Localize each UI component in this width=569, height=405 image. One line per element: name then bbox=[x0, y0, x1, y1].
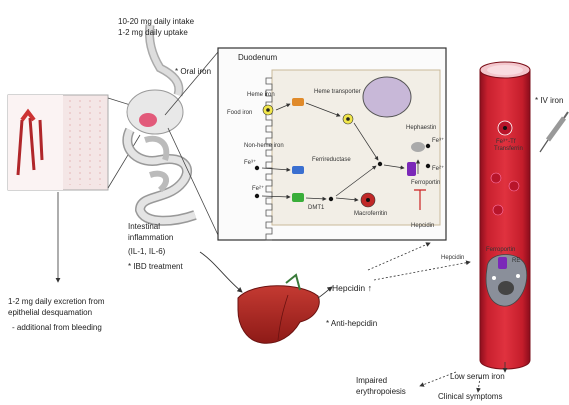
nucleus bbox=[363, 77, 411, 117]
hepcidin-inhibitor-label: Hepcidin bbox=[411, 223, 434, 230]
iv-iron-label: * IV iron bbox=[535, 96, 563, 106]
impaired-label: Impaired bbox=[356, 376, 387, 386]
hepcidin-vessel-label: Hepcidin bbox=[441, 255, 464, 262]
duodenum-title: Duodenum bbox=[238, 53, 277, 63]
inflammation-line-3: (IL-1, IL-6) bbox=[128, 247, 165, 257]
hepcidin-label: Hepcidin ↑ bbox=[332, 283, 372, 293]
macrophage-label: RE bbox=[512, 258, 520, 265]
liver-hepcidin-arrow bbox=[318, 287, 332, 298]
anti-hepcidin-label: * Anti-hepcidin bbox=[326, 319, 377, 329]
transferrin-label: Fe³⁺-Tf bbox=[496, 139, 516, 146]
inflammation-line-2: inflammation bbox=[128, 233, 173, 243]
blood-vessel bbox=[480, 62, 530, 369]
heme-transporter-label: Heme transporter bbox=[314, 89, 361, 96]
syringe-icon bbox=[540, 112, 568, 152]
hepcidin-to-duodenum bbox=[368, 243, 430, 270]
ibd-treatment-label: * IBD treatment bbox=[128, 262, 183, 272]
duodenum-highlight bbox=[139, 113, 157, 127]
oral-iron-label: * Oral iron bbox=[175, 67, 211, 77]
clinical-symptoms-label: Clinical symptoms bbox=[438, 392, 502, 402]
intake-line-1: 10-20 mg daily intake bbox=[118, 17, 194, 27]
intake-line-2: 1-2 mg daily uptake bbox=[118, 28, 188, 38]
ferrireductase-protein bbox=[292, 166, 304, 174]
macroferritin-label: Macroferritin bbox=[354, 211, 387, 218]
ferrireductase-label: Ferrireductase bbox=[312, 157, 351, 164]
intestinal-villi-inset bbox=[8, 95, 108, 190]
dmt1-protein bbox=[292, 193, 304, 202]
hepcidin-to-vessel bbox=[374, 262, 470, 280]
liver bbox=[238, 275, 319, 343]
low-serum-iron-label: Low serum iron bbox=[450, 372, 505, 382]
fe3-label: Fe³⁺ bbox=[244, 160, 256, 167]
heme-iron-label: Heme iron bbox=[247, 92, 275, 99]
hepcidin-text: Hepcidin bbox=[332, 283, 365, 293]
excretion-line-2: epithelial desquamation bbox=[8, 308, 92, 318]
ferroportin-label: Ferroportin bbox=[411, 180, 440, 187]
nonheme-iron-label: Non-heme iron bbox=[244, 143, 284, 150]
hephaestin-label: Hephaestin bbox=[406, 125, 436, 132]
inflammation-line-1: Intestinal bbox=[128, 222, 160, 232]
inflammation-liver-arrow bbox=[200, 252, 242, 292]
excretion-line-1: 1-2 mg daily excretion from bbox=[8, 297, 104, 307]
ferroportin-protein bbox=[407, 162, 416, 176]
fe2-out-label: Fe²⁺ bbox=[432, 166, 444, 173]
hepcidin-up-arrow-icon: ↑ bbox=[365, 283, 372, 293]
fe3-out-label: Fe³⁺ bbox=[432, 138, 444, 145]
food-iron-label: Food iron bbox=[227, 110, 252, 117]
gi-tract bbox=[127, 25, 195, 221]
hephaestin-protein bbox=[411, 142, 425, 152]
transferrin-label-2: Transferrin bbox=[494, 146, 523, 153]
dmt1-label: DMT1 bbox=[308, 205, 324, 212]
erythropoiesis-label: erythropoiesis bbox=[356, 387, 406, 397]
excretion-line-3: - additional from bleeding bbox=[12, 323, 102, 333]
heme-transporter-protein bbox=[292, 98, 304, 106]
ferroportin-macrophage-label: Ferroportin bbox=[486, 247, 515, 254]
fe2-label: Fe²⁺ bbox=[252, 186, 264, 193]
